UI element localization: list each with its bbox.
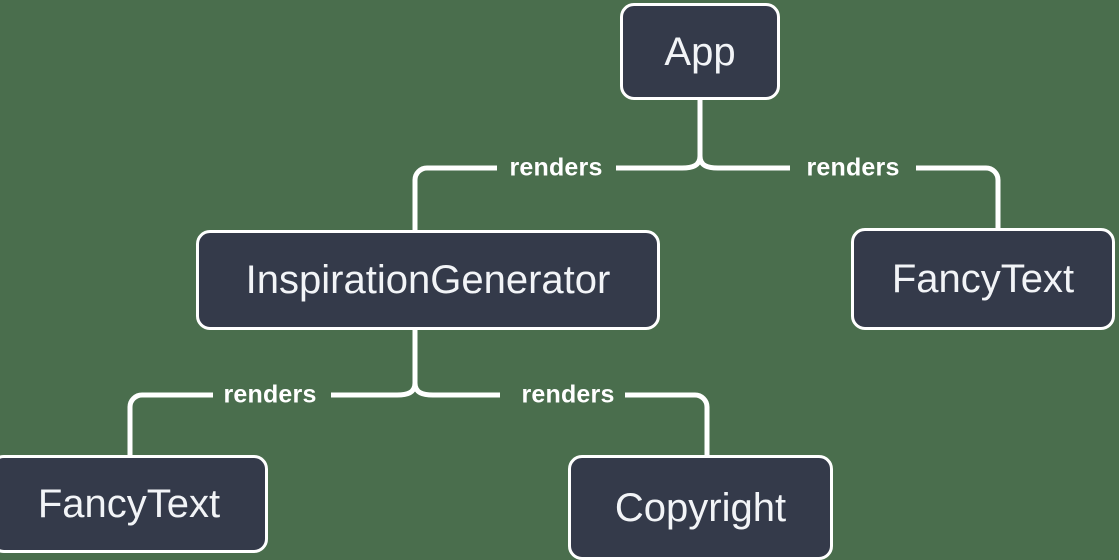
edge-label-app-inspiration: renders: [509, 153, 603, 182]
node-fancytext-right[interactable]: FancyText: [851, 228, 1115, 330]
node-inspiration-generator[interactable]: InspirationGenerator: [196, 230, 660, 330]
node-copyright[interactable]: Copyright: [568, 455, 833, 560]
node-fancytext-right-label: FancyText: [891, 257, 1075, 301]
edge-inspiration-to-fancytext-left-2: [127, 392, 213, 455]
edge-inspiration-to-copyright-2: [625, 392, 710, 455]
edge-label-inspiration-copyright: renders: [521, 380, 615, 409]
edge-inspiration-to-copyright: [412, 382, 500, 398]
edge-label-inspiration-fancytext: renders: [223, 380, 317, 409]
edge-app-to-inspiration-left: [616, 155, 703, 171]
edge-label-app-fancytext: renders: [806, 153, 900, 182]
node-fancytext-bottom-left-label: FancyText: [37, 482, 221, 526]
node-copyright-label: Copyright: [614, 485, 787, 530]
node-fancytext-bottom-left[interactable]: FancyText: [0, 455, 268, 553]
node-app-label: App: [664, 29, 736, 74]
edge-app-to-inspiration-left-2: [412, 165, 497, 230]
edge-app-to-fancytext-right: [697, 155, 790, 171]
node-app[interactable]: App: [620, 3, 780, 100]
node-inspiration-generator-label: InspirationGenerator: [245, 258, 611, 302]
edge-app-to-fancytext-right-2: [916, 165, 1001, 228]
edge-inspiration-to-fancytext-left: [331, 382, 418, 398]
